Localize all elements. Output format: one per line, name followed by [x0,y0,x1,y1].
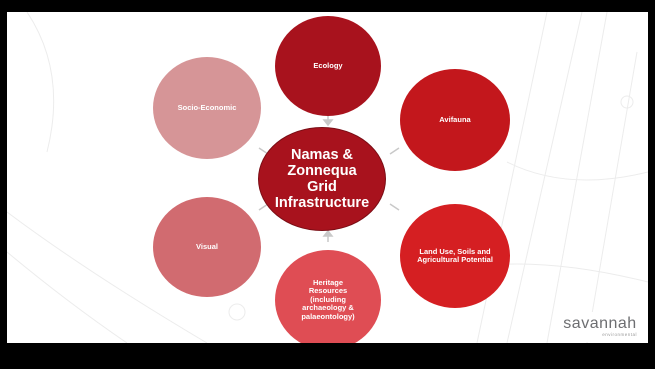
slide: Namas & Zonnequa Grid Infrastructure Eco… [7,12,648,343]
company-logo: savannah environmental [553,312,647,342]
node-label: Visual [196,241,218,251]
center-node: Namas & Zonnequa Grid Infrastructure [258,127,386,231]
node-land-use: Land Use, Soils and Agricultural Potenti… [400,204,510,308]
node-label: Avifauna [439,114,471,124]
node-heritage: Heritage Resources (including archaeolog… [275,250,381,343]
node-label: Ecology [313,60,343,70]
center-node-label: Namas & Zonnequa Grid Infrastructure [274,147,370,211]
node-label: Socio-Economic [177,102,237,112]
node-label: Land Use, Soils and Agricultural Potenti… [417,246,493,264]
logo-wordmark: savannah [563,315,637,332]
node-label: Heritage Resources (including archaeolog… [301,277,355,321]
node-socio-economic: Socio-Economic [153,57,261,159]
node-avifauna: Avifauna [400,69,510,171]
node-ecology: Ecology [275,16,381,116]
node-visual: Visual [153,197,261,297]
logo-subtext: environmental [602,332,637,337]
